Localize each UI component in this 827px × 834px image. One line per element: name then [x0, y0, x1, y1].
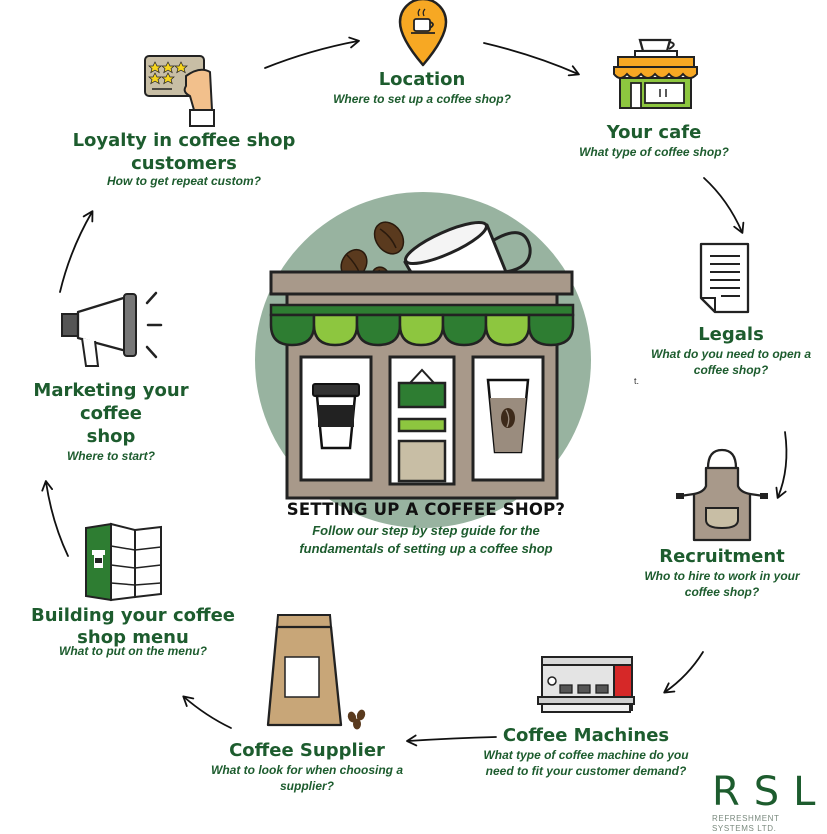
step-question: Where to set up a coffee shop? [333, 92, 511, 106]
step-title: Building your coffee [31, 605, 235, 626]
step-title: Loyalty in coffee shop [72, 130, 296, 151]
arrow-recruitment-to-machines [663, 651, 704, 694]
step-question: coffee shop? [693, 363, 769, 377]
step-question: coffee shop? [684, 585, 760, 599]
apron-icon [676, 448, 768, 542]
arrow-marketing-to-loyalty [59, 210, 94, 293]
step-question: supplier? [279, 779, 334, 793]
step-question: How to get repeat custom? [106, 174, 261, 188]
door-sign [397, 368, 447, 483]
arrow-loyalty-to-location [264, 36, 360, 69]
main-subtitle: Follow our step by step guide for the fu… [246, 522, 606, 558]
coffee-bag-icon [266, 614, 343, 727]
main-title: SETTING UP A COFFEE SHOP? [286, 500, 566, 519]
document-icon [699, 242, 750, 314]
step-title: Coffee Machines [502, 725, 670, 746]
step-question: What type of coffee machine do you [483, 748, 689, 762]
awning [269, 303, 575, 347]
step-legals: Legals What do you need to open a coffee… [631, 323, 827, 378]
step-your-cafe: Your cafe What type of coffee shop? [554, 121, 754, 160]
location-pin-icon [398, 0, 448, 67]
megaphone-icon [61, 291, 163, 367]
step-question: What to look for when choosing a [211, 763, 403, 777]
central-shop-illustration [255, 192, 591, 528]
subtitle-line: Follow our step by step guide for the [312, 523, 540, 538]
step-title: Legals [698, 324, 764, 345]
arrow-menu-to-marketing [41, 480, 69, 557]
step-question: What do you need to open a [651, 347, 811, 361]
takeaway-cup-icon [312, 383, 360, 450]
arrow-cafe-to-legals [703, 177, 745, 234]
rsl-logo: RSL REFRESHMENT SYSTEMS LTD. [712, 770, 822, 834]
step-title: Recruitment [659, 546, 785, 567]
step-menu: Building your coffee shop menu What to p… [22, 604, 244, 659]
arrow-location-to-cafe [483, 42, 580, 77]
step-title: Coffee Supplier [229, 740, 385, 761]
step-title: Location [378, 69, 466, 90]
subtitle-line: fundamentals of setting up a coffee shop [299, 541, 553, 556]
step-location: Location Where to set up a coffee shop? [322, 68, 522, 107]
menu-leaflet-icon [85, 522, 162, 602]
step-title: shop [86, 426, 136, 447]
logo-letters: RSL [712, 769, 827, 815]
step-coffee-supplier: Coffee Supplier What to look for when ch… [192, 739, 422, 794]
step-question: Who to hire to work in your [644, 569, 800, 583]
step-marketing: Marketing your coffee shop Where to star… [0, 379, 222, 464]
step-coffee-machines: Coffee Machines What type of coffee mach… [460, 724, 712, 779]
cycle-arrows [41, 36, 788, 747]
latte-glass-icon [486, 378, 530, 454]
step-loyalty: Loyalty in coffee shop customers How to … [70, 129, 298, 189]
arrow-supplier-to-menu [182, 695, 232, 729]
small-coffee-beans-icon [347, 709, 366, 730]
step-title: shop menu [77, 627, 189, 648]
step-question: need to fit your customer demand? [485, 764, 687, 778]
arrow-legals-to-recruitment [775, 431, 788, 499]
arrow-machines-to-supplier [406, 734, 497, 747]
step-question: What type of coffee shop? [579, 145, 729, 159]
loyalty-card-icon [144, 55, 215, 127]
step-title: Your cafe [606, 122, 702, 143]
step-question: What to put on the menu? [59, 644, 207, 658]
logo-tagline: REFRESHMENT SYSTEMS LTD. [712, 814, 780, 833]
storefront-icon [613, 38, 698, 109]
step-title: customers [131, 153, 237, 174]
step-question: Where to start? [66, 449, 155, 463]
stray-mark: t. [634, 376, 640, 386]
step-recruitment: Recruitment Who to hire to work in your … [622, 545, 822, 600]
espresso-machine-icon [537, 656, 635, 713]
step-title: Marketing your coffee [33, 380, 189, 424]
